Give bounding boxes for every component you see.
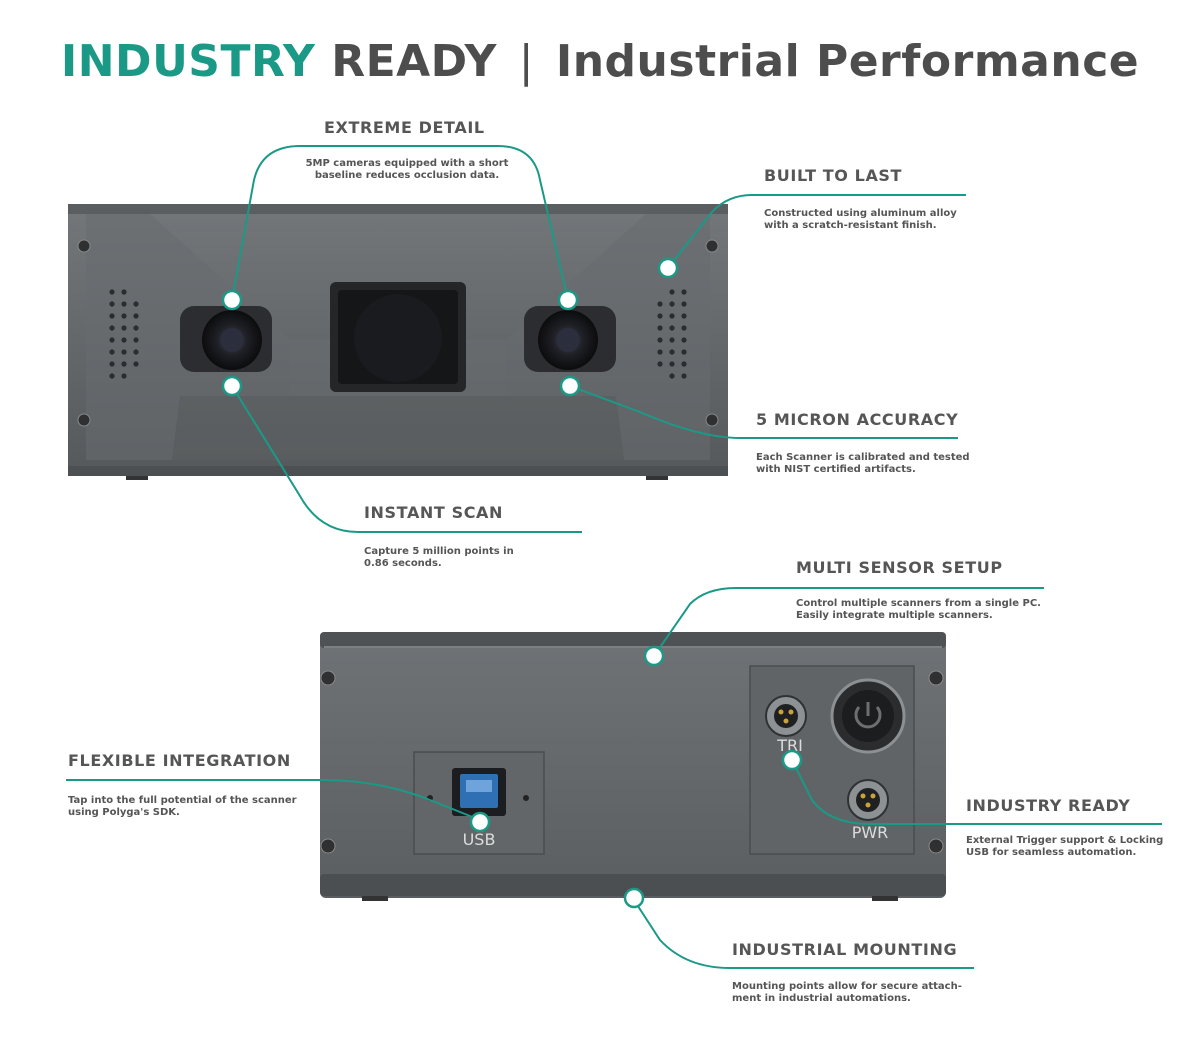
dot-mount	[623, 887, 645, 909]
instant-scan-description: Capture 5 million points in 0.86 seconds…	[364, 546, 514, 570]
built-to-last-line	[667, 194, 966, 269]
flexible-integration-heading: FLEXIBLE INTEGRATION	[68, 751, 291, 770]
multi-sensor-description: Control multiple scanners from a single …	[796, 598, 1041, 622]
flexible-integration-line-1: Tap into the full potential of the scann…	[68, 795, 297, 806]
dot-right-camera-bottom	[559, 375, 581, 397]
page-title: INDUSTRY READY | Industrial Performance	[0, 36, 1200, 87]
dot-top-panel	[643, 645, 665, 667]
industrial-mounting-line-2: ment in industrial automations.	[732, 993, 911, 1004]
flexible-integration-line	[66, 779, 481, 821]
instant-scan-line	[231, 385, 582, 533]
built-to-last-line-2: with a scratch-resistant finish.	[764, 220, 937, 231]
extreme-detail-line-1: 5MP cameras equipped with a short	[305, 158, 509, 169]
industrial-mounting-description: Mounting points allow for secure attach-…	[732, 981, 962, 1005]
title-ready: READY	[331, 36, 497, 87]
front-scanner	[68, 204, 728, 480]
projector-lens	[330, 282, 466, 392]
connector-panel: TRI PWR	[749, 665, 915, 855]
back-screws	[320, 670, 944, 854]
industrial-mounting-line-1: Mounting points allow for secure attach-	[732, 981, 962, 992]
multi-sensor-heading: MULTI SENSOR SETUP	[796, 558, 1003, 577]
micron-accuracy-heading: 5 MICRON ACCURACY	[756, 410, 959, 429]
dot-left-camera-top	[221, 289, 243, 311]
dot-usb	[469, 811, 491, 833]
built-to-last-line-1: Constructed using aluminum alloy	[764, 208, 957, 219]
micron-accuracy-line-2: with NIST certified artifacts.	[756, 464, 916, 475]
industry-ready-description: External Trigger support & Locking USB f…	[966, 835, 1163, 859]
dot-trigger	[781, 749, 803, 771]
extreme-detail-description: 5MP cameras equipped with a short baseli…	[302, 158, 512, 182]
extreme-detail-heading: EXTREME DETAIL	[324, 118, 485, 137]
industrial-mounting-heading: INDUSTRIAL MOUNTING	[732, 940, 958, 959]
micron-accuracy-description: Each Scanner is calibrated and tested wi…	[756, 452, 970, 476]
title-separator: |	[518, 36, 535, 87]
flexible-integration-description: Tap into the full potential of the scann…	[68, 795, 297, 819]
left-camera	[180, 306, 272, 372]
extreme-detail-line	[231, 145, 569, 301]
instant-scan-line-2: 0.86 seconds.	[364, 558, 442, 569]
multi-sensor-line-1: Control multiple scanners from a single …	[796, 598, 1041, 609]
dot-left-camera-bottom	[221, 375, 243, 397]
right-camera	[524, 306, 616, 372]
built-to-last-heading: BUILT TO LAST	[764, 166, 903, 185]
usb-panel: USB	[413, 751, 545, 855]
callout-dots	[221, 257, 803, 909]
dot-body-finish	[657, 257, 679, 279]
dot-right-camera-top	[557, 289, 579, 311]
instant-scan-heading: INSTANT SCAN	[364, 503, 504, 522]
back-scanner: USB TRI PWR	[320, 632, 946, 901]
industry-ready-heading: INDUSTRY READY	[966, 796, 1131, 815]
power-label: PWR	[852, 823, 889, 842]
industry-ready-line-1: External Trigger support & Locking	[966, 835, 1164, 846]
multi-sensor-line	[653, 587, 1044, 657]
built-to-last-description: Constructed using aluminum alloy with a …	[764, 208, 957, 232]
title-industrial-performance: Industrial Performance	[555, 36, 1140, 87]
micron-accuracy-line	[569, 385, 958, 439]
trigger-label: TRI	[776, 736, 803, 755]
right-vent-holes	[657, 289, 687, 379]
instant-scan-line-1: Capture 5 million points in	[364, 546, 514, 557]
callout-lines	[66, 145, 1162, 969]
extreme-detail-line-2: baseline reduces occlusion data.	[314, 170, 500, 181]
industrial-mounting-line	[633, 899, 974, 969]
title-industry: INDUSTRY	[60, 36, 316, 87]
micron-accuracy-line-1: Each Scanner is calibrated and tested	[756, 452, 970, 463]
industry-ready-line-2: USB for seamless automation.	[966, 847, 1137, 858]
industry-ready-line	[791, 759, 1162, 825]
left-vent-holes	[109, 289, 139, 379]
usb-label: USB	[463, 830, 496, 849]
front-screws	[77, 239, 719, 427]
multi-sensor-line-2: Easily integrate multiple scanners.	[796, 610, 993, 621]
flexible-integration-line-2: using Polyga's SDK.	[68, 807, 180, 818]
